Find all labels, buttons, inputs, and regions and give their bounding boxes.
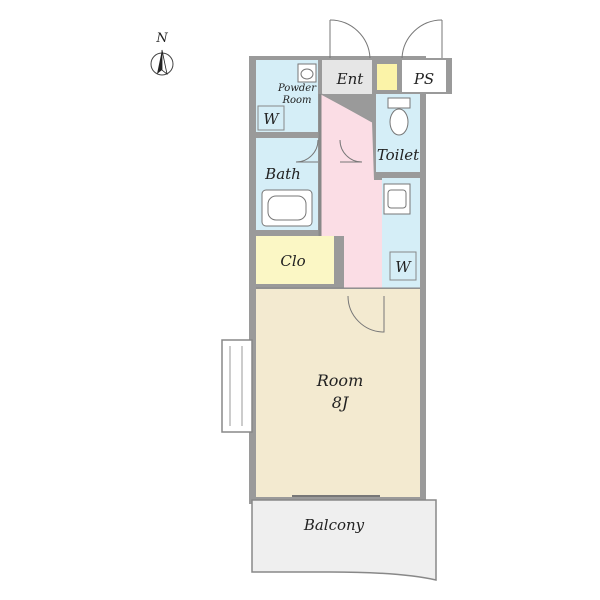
powder-room-label-1: Powder bbox=[277, 83, 317, 94]
balcony bbox=[251, 495, 437, 581]
bath-label: Bath bbox=[264, 165, 301, 183]
toilet-label: Toilet bbox=[377, 146, 420, 164]
pipe-space-floor bbox=[402, 60, 446, 92]
kitchen-sink-icon bbox=[383, 183, 411, 215]
bathtub-icon bbox=[261, 189, 313, 227]
balcony-label: Balcony bbox=[303, 516, 365, 534]
north-arrow-icon bbox=[150, 49, 174, 76]
bay-window bbox=[221, 339, 253, 433]
room-floor bbox=[256, 289, 420, 497]
compass-label: N bbox=[155, 31, 168, 46]
closet-label: Clo bbox=[280, 252, 305, 270]
entrance-label: Ent bbox=[336, 70, 365, 88]
entrance-step bbox=[321, 93, 373, 123]
hallway-floor bbox=[320, 94, 382, 288]
washer-powder-label: W bbox=[263, 110, 280, 128]
powder-room-label-2: Room bbox=[281, 95, 311, 106]
entrance-floor bbox=[322, 60, 372, 94]
bath-door bbox=[295, 139, 319, 163]
washer-kitchen-label: W bbox=[395, 258, 412, 276]
toilet-icon bbox=[387, 97, 411, 136]
room-size-label: 8J bbox=[332, 393, 350, 412]
washer-kitchen-box bbox=[389, 251, 417, 281]
hall-door bbox=[339, 139, 363, 163]
closet-floor bbox=[256, 236, 334, 284]
compass: N bbox=[150, 31, 174, 76]
room-label: Room bbox=[316, 371, 363, 390]
entrance-door-right bbox=[401, 19, 443, 59]
washer-powder-box bbox=[257, 105, 285, 131]
entrance-door-left bbox=[329, 19, 371, 59]
ps-label: PS bbox=[413, 70, 434, 88]
room-door bbox=[347, 295, 385, 333]
sink-icon bbox=[297, 63, 317, 83]
ps-marker bbox=[377, 64, 397, 90]
